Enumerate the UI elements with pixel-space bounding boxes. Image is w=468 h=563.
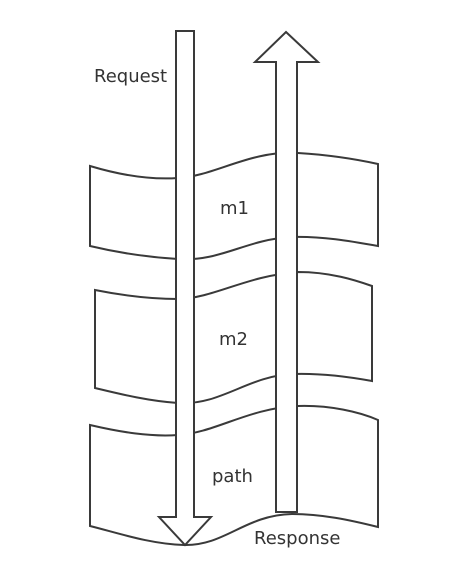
layer-path-label: path [212,466,253,487]
response-label: Response [254,528,340,549]
watermark: CSDN @代码写注释 [344,540,454,555]
layer-m1-label: m1 [220,198,249,219]
layer-m2-label: m2 [219,329,248,350]
request-label: Request [94,66,167,87]
response-arrow [252,30,321,513]
request-arrow [156,30,214,547]
